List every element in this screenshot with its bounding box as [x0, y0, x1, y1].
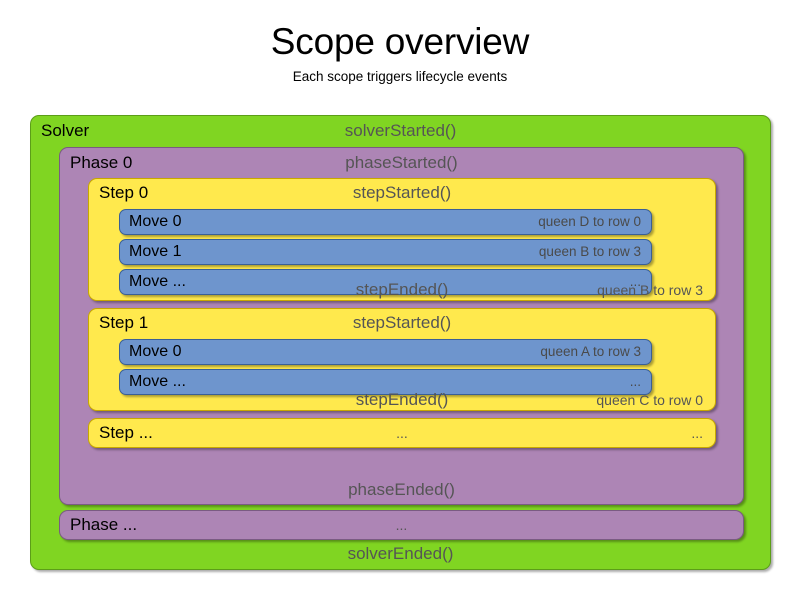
move-label: Move 0: [129, 343, 182, 360]
phase-0-header-row: Phase 0 phaseStarted(): [60, 150, 743, 176]
move-result: queen A to row 3: [540, 344, 641, 359]
step-1-footer-row: stepEnded() queen C to row 0: [89, 387, 715, 413]
phase-ellipsis-scope[interactable]: Phase ... ...: [59, 510, 744, 540]
phase-0-started-event: phaseStarted(): [345, 153, 458, 172]
move-box[interactable]: Move 0 queen A to row 3: [119, 339, 652, 365]
solver-scope[interactable]: Solver solverStarted() Phase 0 phaseStar…: [30, 115, 771, 570]
move-box[interactable]: Move 0 queen D to row 0: [119, 209, 652, 235]
page-subtitle: Each scope triggers lifecycle events: [292, 68, 508, 84]
move-result: queen D to row 0: [538, 214, 641, 229]
step-ellipsis-row: Step ... ... ...: [89, 420, 715, 446]
step-ellipsis-result: ...: [691, 425, 703, 441]
phase-0-footer-row: phaseEnded(): [60, 477, 743, 503]
move-label: Move ...: [129, 273, 186, 290]
solver-ended-event: solverEnded(): [347, 544, 454, 563]
step-0-ended-result: queen B to row 3: [597, 282, 703, 298]
step-0-scope[interactable]: Step 0 stepStarted() Move 0 queen D to r…: [88, 178, 716, 301]
move-result: queen B to row 3: [538, 244, 641, 259]
move-box[interactable]: Move 1 queen B to row 3: [119, 239, 652, 265]
phase-ellipsis-event: ...: [395, 517, 408, 533]
step-1-scope[interactable]: Step 1 stepStarted() Move 0 queen A to r…: [88, 308, 716, 411]
phase-0-ended-event: phaseEnded(): [348, 480, 455, 499]
move-box[interactable]: Move ... ...: [119, 269, 652, 295]
step-0-started-event: stepStarted(): [352, 183, 452, 202]
solver-label: Solver: [41, 121, 90, 140]
phase-ellipsis-row: Phase ... ...: [60, 512, 743, 538]
phase-0-scope[interactable]: Phase 0 phaseStarted() Step 0 stepStarte…: [59, 147, 744, 505]
move-label: Move 1: [129, 243, 182, 260]
phase-0-label: Phase 0: [70, 153, 133, 172]
step-1-label: Step 1: [99, 313, 149, 332]
step-1-header-row: Step 1 stepStarted(): [89, 310, 715, 336]
solver-header-row: Solver solverStarted(): [31, 118, 770, 144]
step-ellipsis-label: Step ...: [99, 423, 153, 442]
step-ellipsis-event: ...: [396, 425, 408, 441]
solver-footer-row: solverEnded(): [31, 541, 770, 567]
step-0-footer-row: stepEnded() queen B to row 3: [89, 277, 715, 303]
page-title: Scope overview: [270, 21, 530, 62]
step-1-started-event: stepStarted(): [352, 313, 452, 332]
step-ellipsis-scope[interactable]: Step ... ... ...: [88, 418, 716, 448]
move-label: Move ...: [129, 373, 186, 390]
move-box[interactable]: Move ... ...: [119, 369, 652, 395]
step-0-header-row: Step 0 stepStarted(): [89, 180, 715, 206]
phase-ellipsis-label: Phase ...: [70, 515, 138, 534]
solver-started-event: solverStarted(): [344, 121, 457, 140]
move-label: Move 0: [129, 213, 182, 230]
diagram-header: Scope overview Each scope triggers lifec…: [0, 0, 800, 84]
move-result: ...: [629, 274, 641, 289]
step-1-ended-result: queen C to row 0: [596, 392, 703, 408]
move-result: ...: [629, 374, 641, 389]
step-0-label: Step 0: [99, 183, 149, 202]
